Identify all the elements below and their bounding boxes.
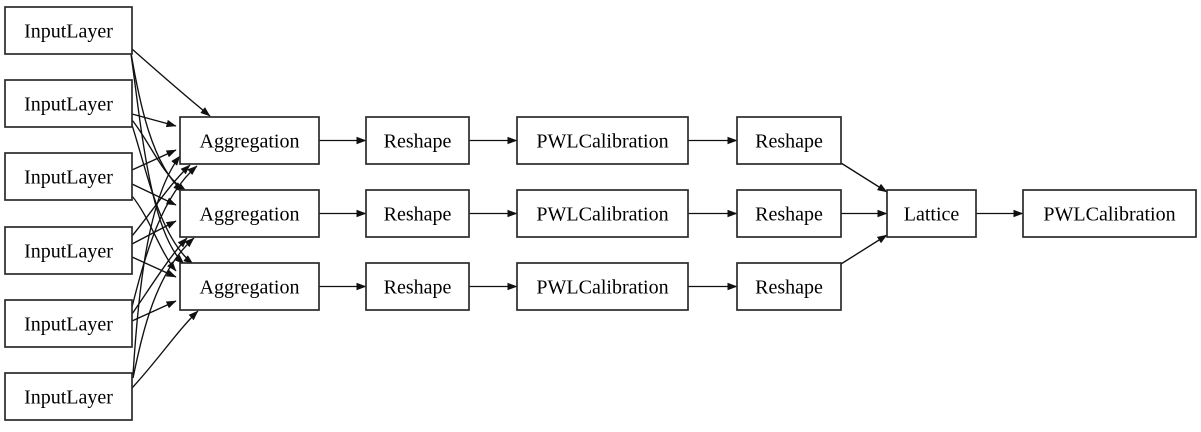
node-rs2_1: Reshape xyxy=(736,116,842,165)
edges-layer xyxy=(130,48,1024,389)
node-label-in4: InputLayer xyxy=(24,241,113,263)
node-label-rs1_1: Reshape xyxy=(384,131,452,153)
node-box-agg1 xyxy=(179,116,320,165)
nodes-layer: InputLayerInputLayerInputLayerInputLayer… xyxy=(4,6,1197,421)
node-in1: InputLayer xyxy=(4,6,133,55)
node-label-pwl1_3: PWLCalibration xyxy=(536,277,668,299)
node-label-agg1: Aggregation xyxy=(200,131,300,153)
node-rs1_1: Reshape xyxy=(365,116,470,165)
edge-in1-agg3 xyxy=(130,53,185,265)
node-pwlout: PWLCalibration xyxy=(1022,189,1197,238)
edge-in2-agg3 xyxy=(131,124,194,265)
node-box-rs1_1 xyxy=(365,116,470,165)
node-box-pwl1_1 xyxy=(516,116,689,165)
node-pwl1_3: PWLCalibration xyxy=(516,262,689,311)
node-box-rs2_2 xyxy=(736,189,842,238)
node-agg2: Aggregation xyxy=(179,189,320,238)
edge-in6-agg3 xyxy=(131,310,199,389)
edge-in2-agg2 xyxy=(131,119,188,193)
node-box-rs1_2 xyxy=(365,189,470,238)
node-in3: InputLayer xyxy=(4,152,133,201)
node-label-pwl1_1: PWLCalibration xyxy=(536,131,668,153)
edge-in1-agg1 xyxy=(131,48,211,117)
node-label-rs2_2: Reshape xyxy=(755,204,823,226)
node-pwl1_2: PWLCalibration xyxy=(516,189,689,238)
edge-in4-agg3 xyxy=(131,256,177,278)
node-label-in5: InputLayer xyxy=(24,314,113,336)
edge-in1-agg2 xyxy=(130,52,184,192)
node-in2: InputLayer xyxy=(4,79,133,128)
node-label-rs2_1: Reshape xyxy=(755,131,823,153)
node-label-agg3: Aggregation xyxy=(200,277,300,299)
node-label-pwl1_2: PWLCalibration xyxy=(536,204,668,226)
node-box-pwl1_3 xyxy=(516,262,689,311)
node-label-rs2_3: Reshape xyxy=(755,277,823,299)
node-agg3: Aggregation xyxy=(179,262,320,311)
edge-in4-agg1 xyxy=(131,164,191,237)
edge-in6-agg1 xyxy=(132,155,181,376)
node-box-rs2_3 xyxy=(736,262,842,311)
node-box-agg3 xyxy=(179,262,320,311)
node-box-pwl1_2 xyxy=(516,189,689,238)
edge-rs2_3-lattice xyxy=(840,234,888,265)
node-agg1: Aggregation xyxy=(179,116,320,165)
edge-rs2_1-lattice xyxy=(840,162,888,193)
edge-in3-agg1 xyxy=(131,149,177,171)
node-label-lattice: Lattice xyxy=(904,204,960,226)
node-rs2_3: Reshape xyxy=(736,262,842,311)
node-label-rs1_3: Reshape xyxy=(384,277,452,299)
node-in4: InputLayer xyxy=(4,226,133,275)
node-label-rs1_2: Reshape xyxy=(384,204,452,226)
edge-in5-agg3 xyxy=(131,300,177,322)
node-label-agg2: Aggregation xyxy=(200,204,300,226)
node-lattice: Lattice xyxy=(886,189,977,238)
node-label-in1: InputLayer xyxy=(24,21,113,43)
node-box-rs1_3 xyxy=(365,262,470,311)
edge-in2-agg1 xyxy=(131,113,177,128)
node-box-in6 xyxy=(4,372,133,421)
node-box-in1 xyxy=(4,6,133,55)
node-box-in2 xyxy=(4,79,133,128)
node-box-agg2 xyxy=(179,189,320,238)
node-box-rs2_1 xyxy=(736,116,842,165)
node-rs1_3: Reshape xyxy=(365,262,470,311)
edge-in5-agg1 xyxy=(131,165,198,308)
node-box-pwlout xyxy=(1022,189,1197,238)
node-box-in5 xyxy=(4,299,133,348)
node-label-in2: InputLayer xyxy=(24,94,113,116)
node-pwl1_1: PWLCalibration xyxy=(516,116,689,165)
node-box-lattice xyxy=(886,189,977,238)
node-box-in3 xyxy=(4,152,133,201)
node-in5: InputLayer xyxy=(4,299,133,348)
node-label-in3: InputLayer xyxy=(24,167,113,189)
node-label-in6: InputLayer xyxy=(24,387,113,409)
edge-in6-agg2 xyxy=(132,237,195,379)
node-rs1_2: Reshape xyxy=(365,189,470,238)
node-rs2_2: Reshape xyxy=(736,189,842,238)
node-label-pwlout: PWLCalibration xyxy=(1043,204,1175,226)
node-in6: InputLayer xyxy=(4,372,133,421)
node-box-in4 xyxy=(4,226,133,275)
